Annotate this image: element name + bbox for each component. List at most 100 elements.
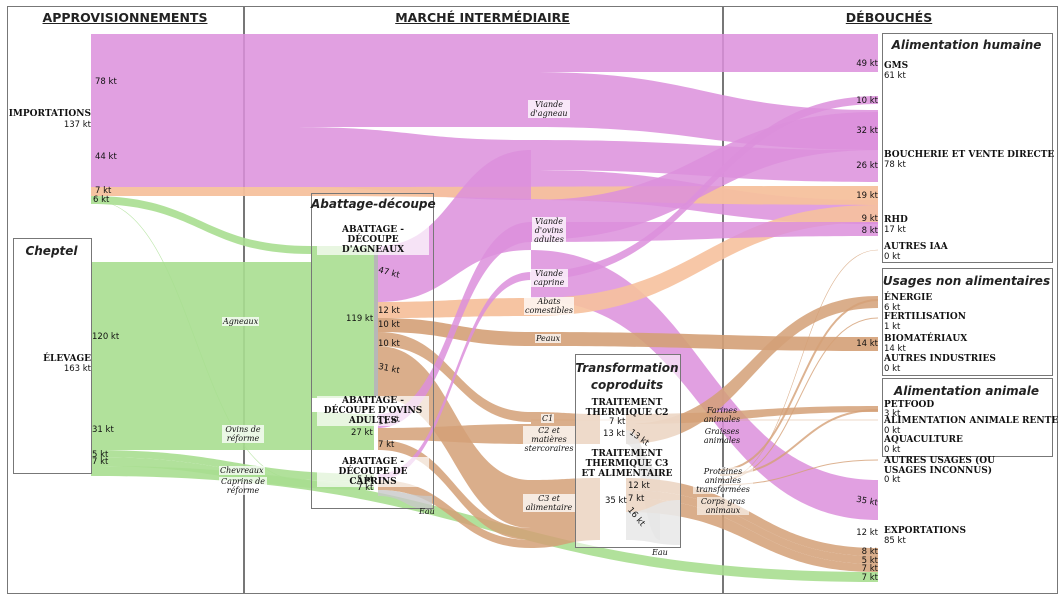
flow-elev-120 <box>91 262 311 412</box>
exportations-value: 85 kt <box>884 536 906 546</box>
autres-usages-label: AUTRES USAGES (OU USAGES INCONNUS) <box>884 456 995 476</box>
elevage-value: 163 kt <box>63 364 91 374</box>
transformation-box <box>575 354 681 548</box>
alim-rente-label: ALIMENTATION ANIMALE RENTE <box>884 416 1059 426</box>
alim-humaine-box <box>882 33 1053 263</box>
biomateriaux-label: BIOMATÉRIAUX <box>884 334 968 344</box>
tag-abats: Abats comestibles <box>524 297 574 315</box>
alim-animale-title: Alimentation animale <box>894 384 1039 398</box>
val-cap-5: 5 kt <box>357 475 374 485</box>
cheptel-box <box>13 238 92 474</box>
tag-peaux: Peaux <box>535 334 562 343</box>
fertilisation-value: 1 kt <box>884 322 901 332</box>
val-c2-13a: 13 kt <box>603 429 625 439</box>
val-imp-44: 44 kt <box>95 152 117 162</box>
tag-c1: C1 <box>541 414 555 423</box>
autres-iaa-label: AUTRES IAA <box>884 242 948 252</box>
elevage-label: ÉLEVAGE <box>43 354 91 364</box>
tag-ovins-reforme: Ovins de réforme <box>222 425 264 443</box>
petfood-value: 3 kt <box>884 409 901 419</box>
flow-c3-12-pat <box>626 478 878 556</box>
flow-ov-7-c3 <box>378 440 531 540</box>
alim-humaine-title: Alimentation humaine <box>891 38 1042 52</box>
flow-ag-viande-boucherie <box>531 112 878 240</box>
val-out-19: 19 kt <box>856 191 878 201</box>
tag-eau-1: Eau <box>419 507 435 516</box>
tag-corps-gras: Corps gras animaux <box>697 497 749 515</box>
autres-usages-value: 0 kt <box>884 475 901 485</box>
flow-eau-abattage <box>378 490 432 510</box>
flow-thin-imports <box>90 199 301 481</box>
autres-industries-value: 0 kt <box>884 364 901 374</box>
flow-ov-viande-rhd <box>531 222 878 242</box>
flow-ag-47-viande <box>378 150 531 302</box>
val-ag-119: 119 kt <box>346 314 374 324</box>
val-elev-31: 31 kt <box>92 425 114 435</box>
val-out-7b: 7 kt <box>861 573 878 583</box>
boucherie-value: 78 kt <box>884 160 906 170</box>
tag-graisses: Graisses animales <box>703 427 741 445</box>
tag-viande-ovins: Viande d'ovins adultes <box>532 217 566 244</box>
flow-imp-7-seg <box>91 187 291 196</box>
abattage-ovins-label: ABATTAGE - DÉCOUPE D'OVINS ADULTES <box>317 396 429 426</box>
tag-proteines: Protéines animales transformées <box>693 467 753 494</box>
val-c3-7: 7 kt <box>628 494 645 504</box>
flow-imp-78-seg <box>91 34 531 127</box>
fertilisation-label: FERTILISATION <box>884 312 966 322</box>
exportations-label: EXPORTATIONS <box>884 526 966 536</box>
val-out-8b: 8 kt <box>861 547 878 557</box>
importations-value: 137 kt <box>63 120 91 130</box>
flow-cap-copro <box>378 480 531 548</box>
val-out-49: 49 kt <box>856 59 878 69</box>
val-imp-6: 6 kt <box>93 195 110 205</box>
val-out-32: 32 kt <box>856 126 878 136</box>
val-out-12: 12 kt <box>856 528 878 538</box>
rhd-label: RHD <box>884 215 908 225</box>
val-ag-10a: 10 kt <box>378 320 400 330</box>
biomateriaux-value: 14 kt <box>884 344 906 354</box>
rhd-value: 17 kt <box>884 225 906 235</box>
val-out-5: 5 kt <box>861 556 878 566</box>
val-ov-7: 7 kt <box>378 440 395 450</box>
aquaculture-label: AQUACULTURE <box>884 435 963 445</box>
val-elev-7: 7 kt <box>92 457 109 467</box>
flow-imp-7 <box>291 186 878 205</box>
aquaculture-value: 0 kt <box>884 445 901 455</box>
flow-thin-energie <box>719 299 879 471</box>
alim-animale-box <box>882 378 1053 457</box>
energie-label: ÉNERGIE <box>884 293 933 303</box>
cheptel-title: Cheptel <box>25 244 78 258</box>
val-out-8: 8 kt <box>861 226 878 236</box>
autres-industries-label: AUTRES INDUSTRIES <box>884 354 996 364</box>
tag-eau-2: Eau <box>652 548 668 557</box>
flow-ov-27-c2 <box>378 424 531 444</box>
transformation-title-1: Transformation <box>575 361 679 375</box>
val-imp-78: 78 kt <box>95 77 117 87</box>
gms-value: 61 kt <box>884 71 906 81</box>
flow-cap-viande-gms <box>531 96 878 280</box>
gms-label: GMS <box>884 61 909 71</box>
val-out-10: 10 kt <box>856 96 878 106</box>
tag-c2-matieres: C2 et matières stercoraires <box>523 426 575 453</box>
usages-non-alim-box <box>882 268 1053 376</box>
val-c2-7: 7 kt <box>609 417 626 427</box>
val-c3-35: 35 kt <box>605 496 627 506</box>
autres-iaa-value: 0 kt <box>884 252 901 262</box>
abattage-caprins-label: ABATTAGE - DÉCOUPE DE CAPRINS <box>317 457 429 487</box>
val-ov-27: 27 kt <box>351 428 373 438</box>
val-out-14: 14 kt <box>856 339 878 349</box>
val-ag-12: 12 kt <box>378 306 400 316</box>
tag-c3-alim: C3 et alimentaire <box>523 494 575 512</box>
alim-rente-value: 0 kt <box>884 426 901 436</box>
header-debouches: DÉBOUCHÉS <box>845 10 933 25</box>
importations-label: IMPORTATIONS <box>8 109 91 119</box>
header-marche: MARCHÉ INTERMÉDIAIRE <box>395 10 570 25</box>
flow-imp-44-seg <box>91 127 291 187</box>
flow-imp-6-live <box>91 196 311 254</box>
flow-c2-graisses <box>626 296 878 444</box>
val-c3-12: 12 kt <box>628 481 650 491</box>
node-abattage-agneaux-bar <box>374 246 378 398</box>
tag-farines: Farines animales <box>703 406 741 424</box>
flow-ag-abats-rhd <box>531 205 878 316</box>
